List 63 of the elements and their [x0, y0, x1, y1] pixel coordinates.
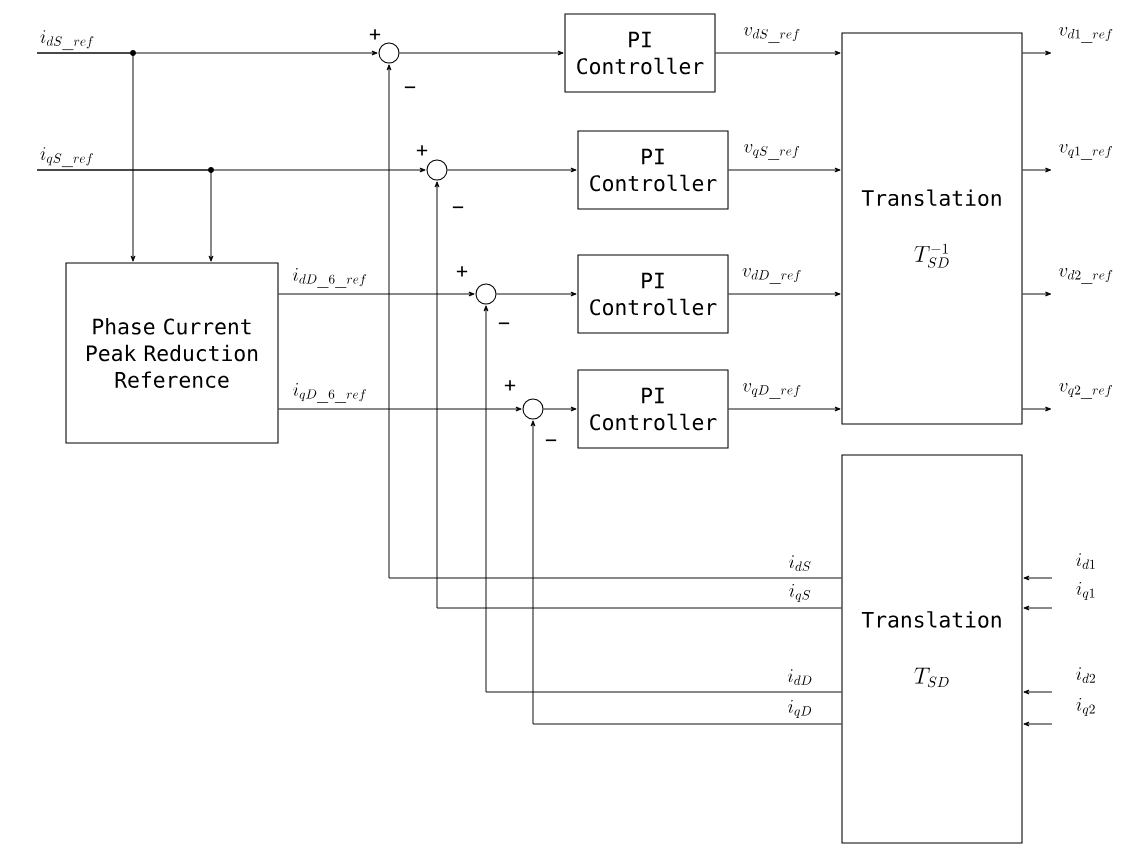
sign-label: − [452, 206, 464, 209]
input-label: $i_{dS\_ref}$ [40, 30, 94, 51]
sign-label: + [456, 266, 468, 277]
edge-label: $i_{dD}$ [785, 667, 815, 687]
arrow [1023, 721, 1053, 727]
edge-label: $v_{dS\_ref}$ [741, 25, 803, 45]
edge-label: $i_{qD}$ [786, 698, 814, 720]
arrow [728, 167, 841, 173]
controller-box: PI Controller [577, 254, 729, 334]
arrow [1022, 291, 1052, 297]
arrow [728, 406, 841, 412]
sign-label: − [545, 439, 557, 442]
sign-label: + [504, 380, 516, 391]
transform-box: Translation $T_{SD}^{-1}$ [841, 32, 1023, 425]
edge-label: $v_{qD\_ref}$ [741, 381, 804, 401]
edge-label: $v_{dD\_ref}$ [740, 266, 804, 286]
arrow [1022, 167, 1052, 173]
edge-label: $i_{dS}$ [787, 553, 813, 573]
edge-label: $i_{q1}$ [1074, 580, 1098, 602]
summing-junction [378, 42, 400, 64]
edge-label: $i_{qS}$ [787, 582, 813, 604]
arrow [496, 291, 577, 297]
sign-label: − [404, 86, 416, 89]
edge-label: $v_{d2\_ref}$ [1057, 266, 1115, 286]
edge-label: $i_{d1}$ [1074, 551, 1098, 571]
edge-label: $i_{d2}$ [1074, 665, 1098, 685]
arrow [1023, 575, 1053, 581]
edge-label: $i_{qD\_6\_ref}$ [291, 381, 369, 405]
arrow [1022, 50, 1052, 56]
edge-label: $i_{q2}$ [1074, 696, 1098, 718]
arrow [36, 169, 214, 262]
arrow [36, 52, 136, 262]
arrow [434, 181, 842, 609]
arrow [386, 64, 842, 579]
arrow [728, 291, 841, 297]
arrow [543, 406, 577, 412]
controller-box: PI Controller [577, 130, 729, 210]
sign-label: − [498, 322, 510, 325]
summing-junction [475, 283, 497, 305]
input-label: $i_{qS\_ref}$ [40, 147, 93, 168]
edge-label: $v_{q1\_ref}$ [1057, 142, 1115, 162]
arrow [1023, 605, 1053, 611]
controller-box: PI Controller [564, 13, 716, 93]
sign-label: + [416, 145, 428, 156]
arrow [715, 50, 841, 56]
controller-box: PI Controller [577, 369, 729, 449]
arrow [483, 305, 842, 693]
edge-label: $v_{d1\_ref}$ [1057, 25, 1115, 45]
process-box: Phase Current Peak Reduction Reference [65, 262, 279, 444]
edge-label: $v_{qS\_ref}$ [742, 142, 802, 162]
arrow [530, 420, 842, 725]
summing-junction [522, 398, 544, 420]
summing-junction [426, 159, 448, 181]
arrow [447, 167, 577, 173]
arrow [399, 50, 564, 56]
arrow [278, 291, 475, 297]
arrow [278, 406, 522, 412]
arrow [1023, 689, 1053, 695]
arrow [1022, 406, 1052, 412]
edge-label: $v_{q2\_ref}$ [1057, 381, 1115, 401]
transform-box: Translation $T_{SD}$ [841, 454, 1023, 844]
edge-label: $i_{dD\_6\_ref}$ [291, 266, 369, 290]
sign-label: + [369, 29, 381, 40]
